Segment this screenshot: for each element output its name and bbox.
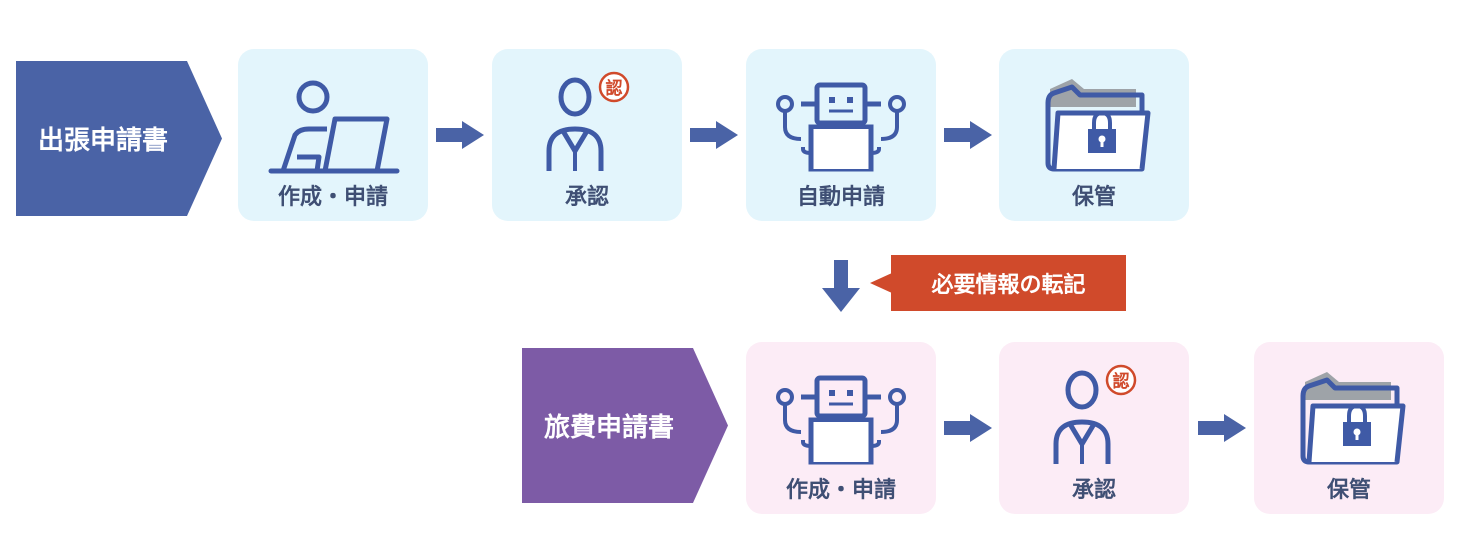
arrow-right-icon — [944, 121, 992, 149]
step-label: 保管 — [1071, 185, 1116, 210]
locked-folder-icon — [1024, 67, 1164, 177]
callout-pointer — [870, 273, 892, 293]
robot-icon — [771, 360, 911, 470]
step-label: 作成・申請 — [785, 478, 896, 503]
row1-header: 出張申請書 — [16, 61, 222, 216]
row2-step-store: 保管 — [1254, 342, 1444, 514]
step-label: 自動申請 — [796, 185, 885, 210]
approval-stamp: 認 — [606, 78, 623, 99]
arrow-down-icon — [822, 260, 860, 312]
row2-header: 旅費申請書 — [522, 348, 728, 503]
row1-title: 出張申請書 — [38, 126, 169, 156]
row1-step-auto: 自動申請 — [746, 49, 936, 221]
row2-step-approve: 認 承認 — [999, 342, 1189, 514]
transfer-callout: 必要情報の転記 — [870, 255, 1126, 311]
step-label: 保管 — [1326, 478, 1371, 503]
locked-folder-icon — [1279, 360, 1419, 470]
arrow-right-icon — [690, 121, 738, 149]
row1-step-create: 作成・申請 — [238, 49, 428, 221]
arrow-right-icon — [436, 121, 484, 149]
transfer-note: 必要情報の転記 — [891, 255, 1126, 311]
row1-step-approve: 認 承認 — [492, 49, 682, 221]
approval-stamp: 認 — [1113, 371, 1130, 392]
person-at-laptop-icon — [263, 67, 403, 177]
step-label: 承認 — [1071, 478, 1116, 503]
row1-step-store: 保管 — [999, 49, 1189, 221]
arrow-right-icon — [944, 414, 992, 442]
arrow-right-icon — [1198, 414, 1246, 442]
row2-step-create: 作成・申請 — [746, 342, 936, 514]
step-label: 作成・申請 — [277, 185, 388, 210]
row2-title: 旅費申請書 — [544, 413, 675, 443]
robot-icon — [771, 67, 911, 177]
approver-icon: 認 — [517, 67, 657, 177]
step-label: 承認 — [564, 185, 609, 210]
approver-icon: 認 — [1024, 360, 1164, 470]
